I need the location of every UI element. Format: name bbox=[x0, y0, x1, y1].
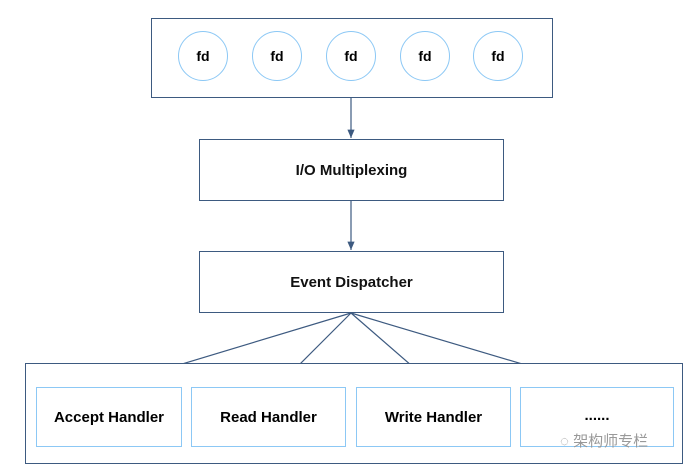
accept-handler-box: Accept Handler bbox=[36, 387, 182, 447]
write-handler-box: Write Handler bbox=[356, 387, 511, 447]
io-multiplexing-box: I/O Multiplexing bbox=[199, 139, 504, 201]
fd-circle: fd bbox=[252, 31, 302, 81]
wechat-icon: ◌ bbox=[560, 433, 574, 450]
watermark-text: 架构师专栏 bbox=[573, 433, 649, 450]
fd-circle: fd bbox=[473, 31, 523, 81]
fd-circle: fd bbox=[400, 31, 450, 81]
more-handlers-box: ...... bbox=[520, 387, 674, 447]
event-dispatcher-box: Event Dispatcher bbox=[199, 251, 504, 313]
watermark: ◌ 架构师专栏 bbox=[560, 430, 648, 451]
fd-circle: fd bbox=[326, 31, 376, 81]
handler-group bbox=[25, 363, 683, 464]
read-handler-box: Read Handler bbox=[191, 387, 346, 447]
fd-circle: fd bbox=[178, 31, 228, 81]
